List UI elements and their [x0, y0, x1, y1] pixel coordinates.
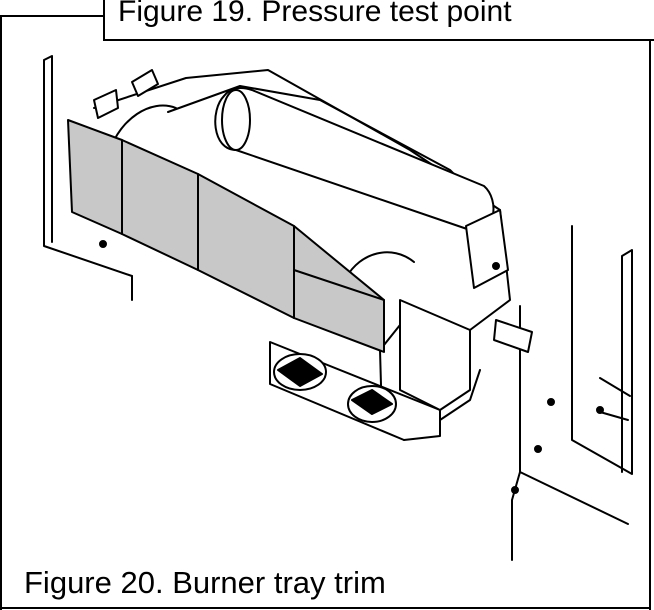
trim-panel-1	[67, 119, 123, 235]
side-panel	[571, 225, 633, 475]
back-panel	[43, 55, 133, 277]
right-rail	[599, 377, 631, 421]
trim-panels	[67, 119, 385, 353]
screw-2	[547, 398, 555, 406]
right-bracket	[493, 319, 533, 353]
fan-cylinder-end	[221, 89, 251, 151]
figure-20-frame	[0, 15, 104, 610]
knob-right-grip	[351, 389, 393, 415]
screw-6	[492, 262, 500, 270]
right-arc	[345, 251, 415, 279]
screw-1	[99, 240, 107, 248]
figure-19-caption: Figure 19. Pressure test point	[118, 0, 512, 28]
top-bracket	[131, 69, 159, 97]
back-panel-edge	[131, 275, 629, 561]
screw-5	[596, 406, 604, 414]
control-knobs	[273, 353, 397, 423]
knob-left-grip	[277, 357, 323, 387]
gas-valve-side	[399, 299, 471, 411]
trim-panel-2	[121, 139, 199, 271]
screw-3	[534, 445, 542, 453]
figure-20-caption: Figure 20. Burner tray trim	[24, 565, 386, 600]
figure-19-caption-box	[103, 0, 654, 41]
screw-4	[511, 486, 519, 494]
trim-panel-4b	[293, 269, 385, 301]
left-bracket	[93, 89, 119, 119]
trim-panel-4	[293, 225, 385, 353]
trim-panel-3	[197, 173, 295, 319]
